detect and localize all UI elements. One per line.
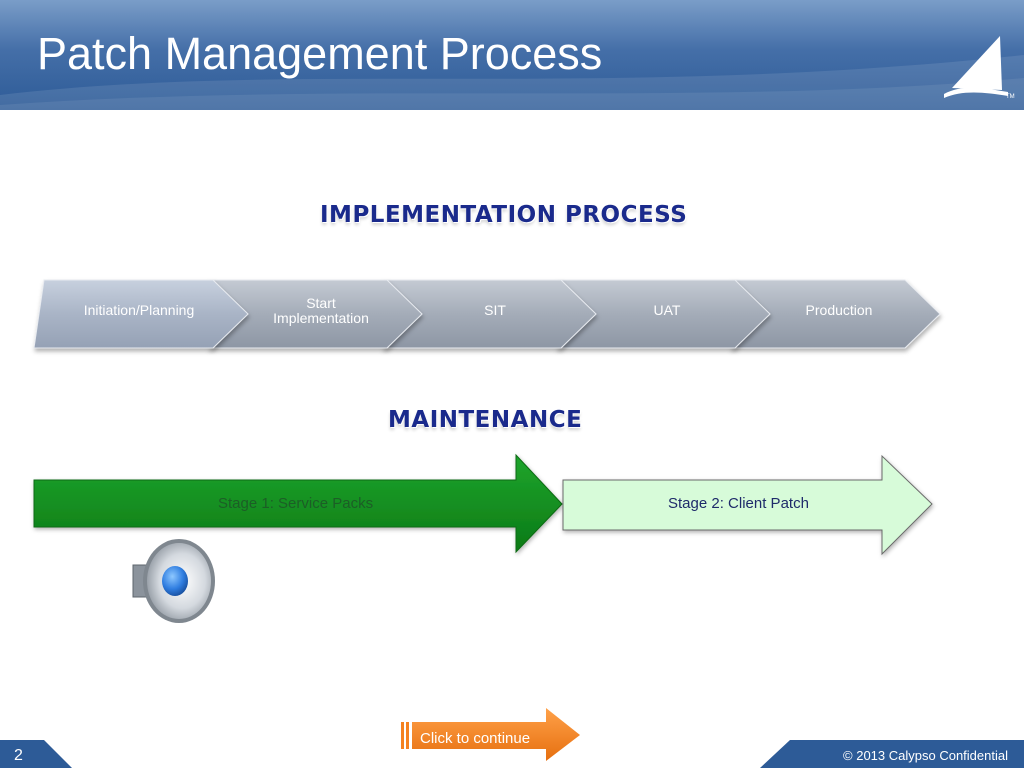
chevron-initiation-planning <box>33 279 249 349</box>
stage2-arrow <box>562 454 933 556</box>
step-sit-label: SIT <box>484 302 506 318</box>
footer-left-band <box>0 740 72 768</box>
footer-right-band <box>760 740 1024 768</box>
stage1-arrow <box>33 453 563 554</box>
speaker-icon[interactable] <box>127 535 219 627</box>
stage1-label: Stage 1: Service Packs <box>218 495 374 512</box>
stage2-label: Stage 2: Client Patch <box>668 495 809 512</box>
maintenance-heading: MAINTENANCE <box>388 407 583 433</box>
implementation-heading: IMPLEMENTATION PROCESS <box>320 202 688 228</box>
step-uat-label: UAT <box>653 302 681 318</box>
slide-title: Patch Management Process <box>37 28 603 79</box>
click-to-continue-label[interactable]: Click to continue <box>420 730 531 747</box>
step-start-label: Start <box>306 295 336 311</box>
step-production-label: Production <box>805 302 873 318</box>
calypso-logo-icon: TM <box>944 36 1015 100</box>
slide-header <box>0 0 1024 110</box>
maintenance-arrows <box>33 453 933 556</box>
header-swoosh-decoration <box>0 55 1024 110</box>
step-implementation-label: Implementation <box>273 310 369 326</box>
step-initiation-planning-label: Initiation/Planning <box>83 302 195 318</box>
svg-text:TM: TM <box>1006 94 1015 100</box>
implementation-process-chevrons <box>33 279 941 349</box>
click-to-continue-button[interactable] <box>400 707 582 762</box>
copyright-notice: © 2013 Calypso Confidential <box>843 748 1008 763</box>
page-number: 2 <box>14 747 23 764</box>
